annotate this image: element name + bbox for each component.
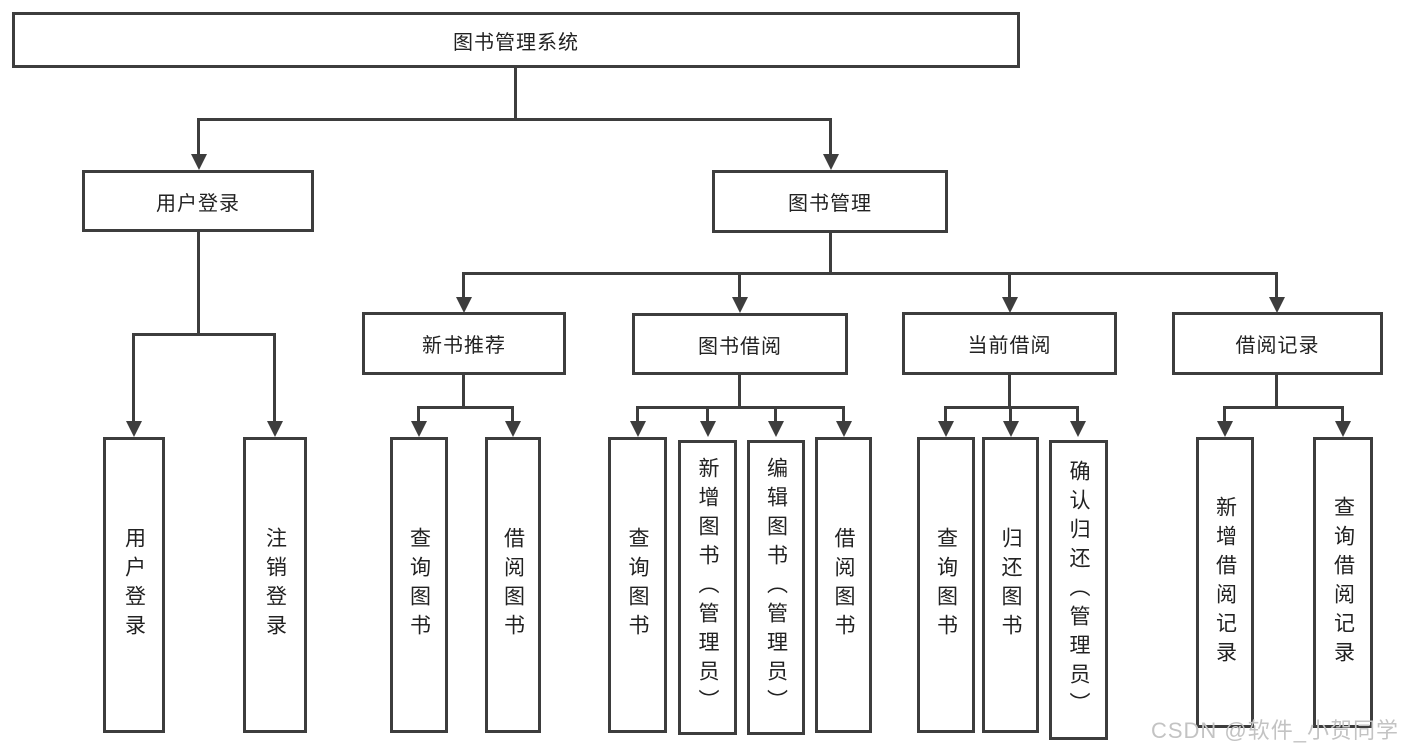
connector-root-down: [514, 68, 517, 119]
arrow-to-leaf-add-borrow-record: [1223, 406, 1226, 421]
leaf-user-login: 用户登录: [103, 437, 165, 733]
arrow-to-user-login: [197, 118, 200, 154]
connector-new-book-down: [462, 375, 465, 408]
node-root-label: 图书管理系统: [453, 31, 579, 54]
arrow-to-leaf-add-books-admin: [706, 406, 709, 421]
connector-borrowing-records-branch: [1225, 406, 1343, 409]
arrow-to-leaf-query-borrow-record: [1341, 406, 1344, 421]
connector-new-book-branch: [419, 406, 514, 409]
leaf-add-borrow-record: 新增借阅记录: [1196, 437, 1254, 728]
leaf-edit-books-admin-label: 编辑图书（管理员）: [764, 457, 788, 718]
node-book-management-label: 图书管理: [788, 193, 872, 215]
connector-user-login-down: [197, 232, 200, 335]
leaf-borrow-books-2-label: 借阅图书: [832, 527, 855, 643]
arrow-to-leaf-query-books-1: [417, 406, 420, 421]
connector-borrowing-records-down: [1275, 375, 1278, 408]
arrow-to-leaf-query-books-3: [944, 406, 947, 421]
leaf-query-books-3: 查询图书: [917, 437, 975, 733]
connector-current-borrowing-down: [1008, 375, 1011, 408]
connector-user-login-branch: [134, 333, 275, 336]
leaf-logout-label: 注销登录: [263, 527, 287, 643]
leaf-borrow-books-1-label: 借阅图书: [501, 527, 525, 643]
node-book-borrowing-label: 图书借阅: [698, 335, 782, 358]
arrow-to-leaf-confirm-return: [1076, 406, 1079, 421]
leaf-query-borrow-record: 查询借阅记录: [1313, 437, 1373, 728]
node-borrowing-records: 借阅记录: [1172, 312, 1383, 375]
leaf-query-books-1: 查询图书: [390, 437, 448, 733]
arrow-to-leaf-return-books: [1009, 406, 1012, 421]
connector-level2-branch: [198, 118, 830, 121]
leaf-borrow-books-1: 借阅图书: [485, 437, 541, 733]
node-current-borrowing: 当前借阅: [902, 312, 1117, 375]
leaf-return-books-label: 归还图书: [999, 527, 1022, 643]
leaf-return-books: 归还图书: [982, 437, 1039, 733]
leaf-add-books-admin: 新增图书（管理员）: [678, 440, 737, 735]
node-user-login: 用户登录: [82, 170, 314, 232]
node-current-borrowing-label: 当前借阅: [967, 335, 1052, 357]
node-new-book-recommend: 新书推荐: [362, 312, 566, 375]
leaf-query-borrow-record-label: 查询借阅记录: [1331, 495, 1355, 670]
node-new-book-recommend-label: 新书推荐: [422, 335, 506, 357]
csdn-watermark: CSDN @软件_小贺同学: [1150, 718, 1399, 743]
arrow-to-new-book-recommend: [462, 272, 465, 297]
arrow-to-borrowing-records: [1275, 272, 1278, 297]
arrow-to-leaf-borrow-books-2: [842, 406, 845, 421]
leaf-confirm-return-admin: 确认归还（管理员）: [1049, 440, 1108, 740]
arrow-to-current-borrowing: [1008, 272, 1011, 297]
arrow-to-book-borrowing: [738, 272, 741, 297]
leaf-logout: 注销登录: [243, 437, 307, 733]
connector-current-borrowing-branch: [946, 406, 1079, 409]
leaf-edit-books-admin: 编辑图书（管理员）: [747, 440, 805, 735]
leaf-user-login-label: 用户登录: [122, 527, 146, 643]
leaf-add-borrow-record-label: 新增借阅记录: [1213, 495, 1237, 670]
leaf-add-books-admin-label: 新增图书（管理员）: [696, 457, 719, 718]
leaf-borrow-books-2: 借阅图书: [815, 437, 872, 733]
leaf-query-books-2-label: 查询图书: [626, 527, 649, 643]
arrow-to-leaf-borrow-books-1: [511, 406, 514, 421]
node-borrowing-records-label: 借阅记录: [1235, 335, 1320, 357]
node-root: 图书管理系统: [12, 12, 1020, 68]
node-book-management: 图书管理: [712, 170, 948, 233]
connector-book-borrowing-down: [738, 375, 741, 408]
arrow-to-leaf-edit-books-admin: [774, 406, 777, 421]
arrow-to-leaf-user-login: [132, 333, 135, 421]
leaf-query-books-2: 查询图书: [608, 437, 667, 733]
leaf-query-books-1-label: 查询图书: [407, 527, 431, 643]
connector-book-management-down: [829, 233, 832, 275]
node-user-login-label: 用户登录: [156, 192, 240, 215]
arrow-to-leaf-query-books-2: [636, 406, 639, 421]
leaf-confirm-return-admin-label: 确认归还（管理员）: [1067, 459, 1090, 721]
connector-level3-branch: [464, 272, 1278, 275]
node-book-borrowing: 图书借阅: [632, 313, 848, 375]
leaf-query-books-3-label: 查询图书: [934, 527, 958, 643]
arrow-to-leaf-logout: [273, 333, 276, 421]
connector-book-borrowing-branch: [637, 406, 844, 409]
arrow-to-book-management: [829, 118, 832, 154]
